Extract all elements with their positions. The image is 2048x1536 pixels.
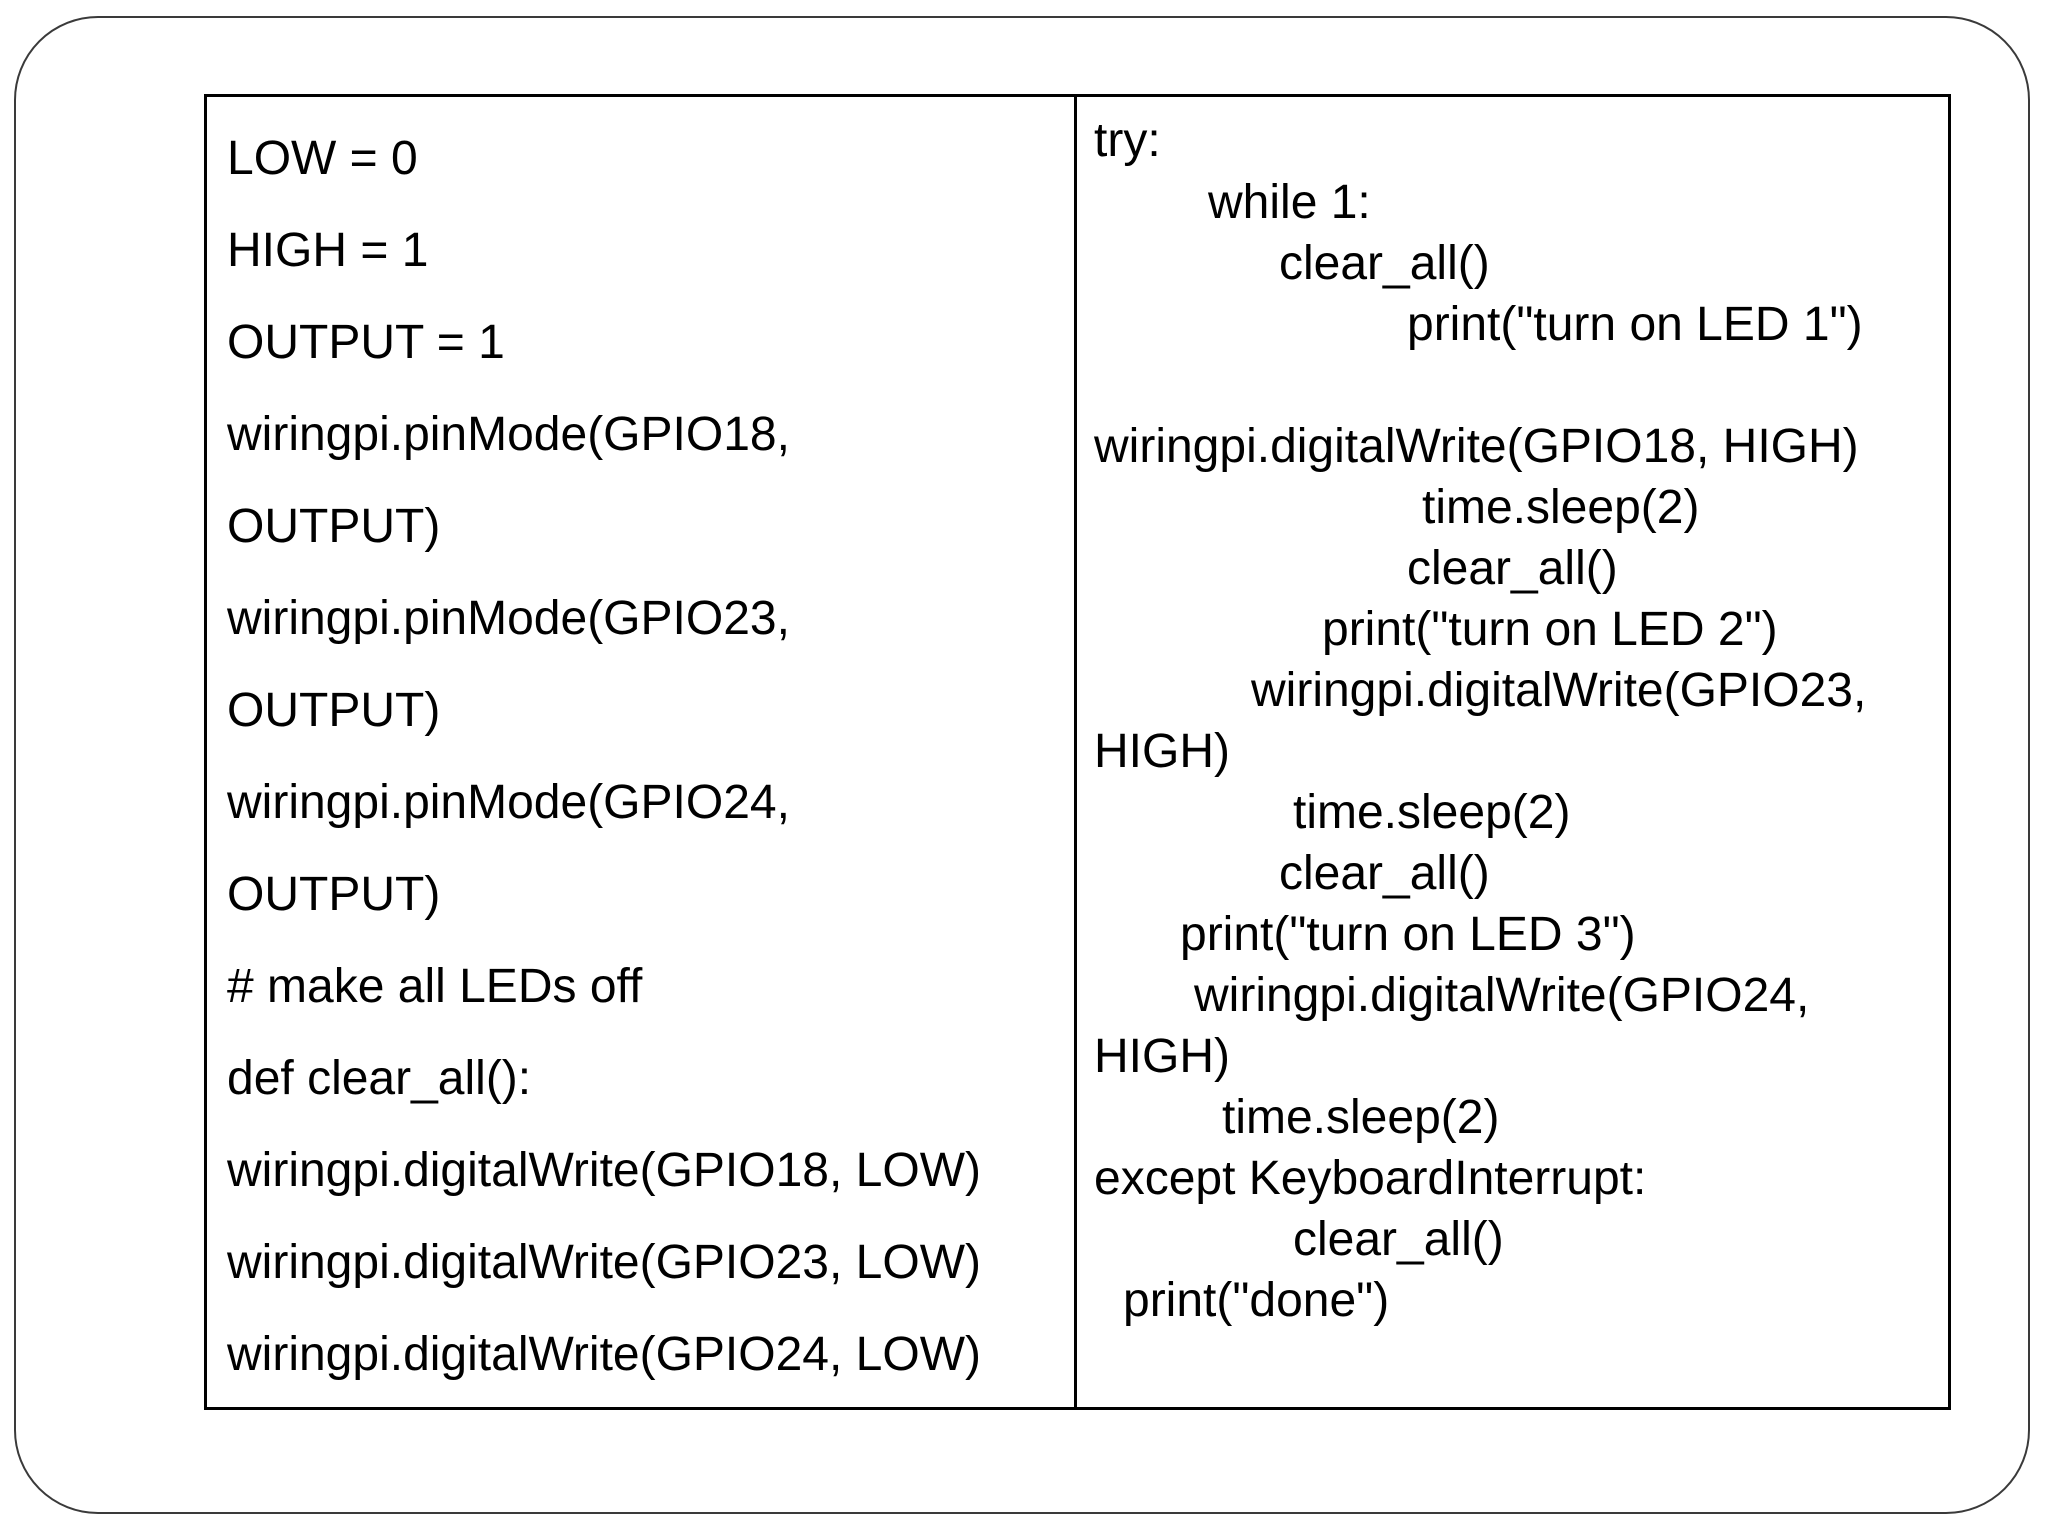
code-line: time.sleep(2) <box>1222 1091 1500 1144</box>
slide-frame <box>14 16 2030 1514</box>
code-line: while 1: <box>1208 176 1371 229</box>
left-code-column: LOW = 0 HIGH = 1 OUTPUT = 1 wiringpi.pin… <box>207 97 1077 1407</box>
code-line: HIGH) <box>1094 1030 1230 1083</box>
code-line: OUTPUT) <box>227 500 441 553</box>
code-line: clear_all() <box>1293 1213 1504 1266</box>
code-line: wiringpi.pinMode(GPIO23, <box>227 592 790 645</box>
code-line: OUTPUT = 1 <box>227 316 505 369</box>
code-line: wiringpi.digitalWrite(GPIO18, HIGH) <box>1094 420 1859 473</box>
right-code-column: try: while 1: clear_all() print("turn on… <box>1077 97 1948 1407</box>
code-table: LOW = 0 HIGH = 1 OUTPUT = 1 wiringpi.pin… <box>204 94 1951 1410</box>
code-line: wiringpi.digitalWrite(GPIO23, <box>1251 664 1867 717</box>
code-line: wiringpi.pinMode(GPIO24, <box>227 776 790 829</box>
code-line: try: <box>1094 114 1161 167</box>
code-line: print("done") <box>1123 1274 1390 1327</box>
code-line: time.sleep(2) <box>1293 786 1571 839</box>
code-line: # make all LEDs off <box>227 960 643 1013</box>
code-line: wiringpi.digitalWrite(GPIO18, LOW) <box>227 1144 981 1197</box>
code-line: print("turn on LED 3") <box>1180 908 1636 961</box>
code-line: except KeyboardInterrupt: <box>1094 1152 1647 1205</box>
code-line: wiringpi.digitalWrite(GPIO24, <box>1194 969 1810 1022</box>
code-line: time.sleep(2) <box>1422 481 1700 534</box>
code-line: HIGH) <box>1094 725 1230 778</box>
code-line: clear_all() <box>1279 847 1490 900</box>
code-line: print("turn on LED 2") <box>1322 603 1778 656</box>
code-line: wiringpi.digitalWrite(GPIO23, LOW) <box>227 1236 981 1289</box>
code-line: HIGH = 1 <box>227 224 429 277</box>
code-line: def clear_all(): <box>227 1052 532 1105</box>
code-line: clear_all() <box>1407 542 1618 595</box>
code-line: LOW = 0 <box>227 132 418 185</box>
code-line: OUTPUT) <box>227 868 441 921</box>
code-line: OUTPUT) <box>227 684 441 737</box>
code-line: wiringpi.pinMode(GPIO18, <box>227 408 790 461</box>
code-line: print("turn on LED 1") <box>1407 298 1863 351</box>
code-line: clear_all() <box>1279 237 1490 290</box>
code-line: wiringpi.digitalWrite(GPIO24, LOW) <box>227 1328 981 1381</box>
